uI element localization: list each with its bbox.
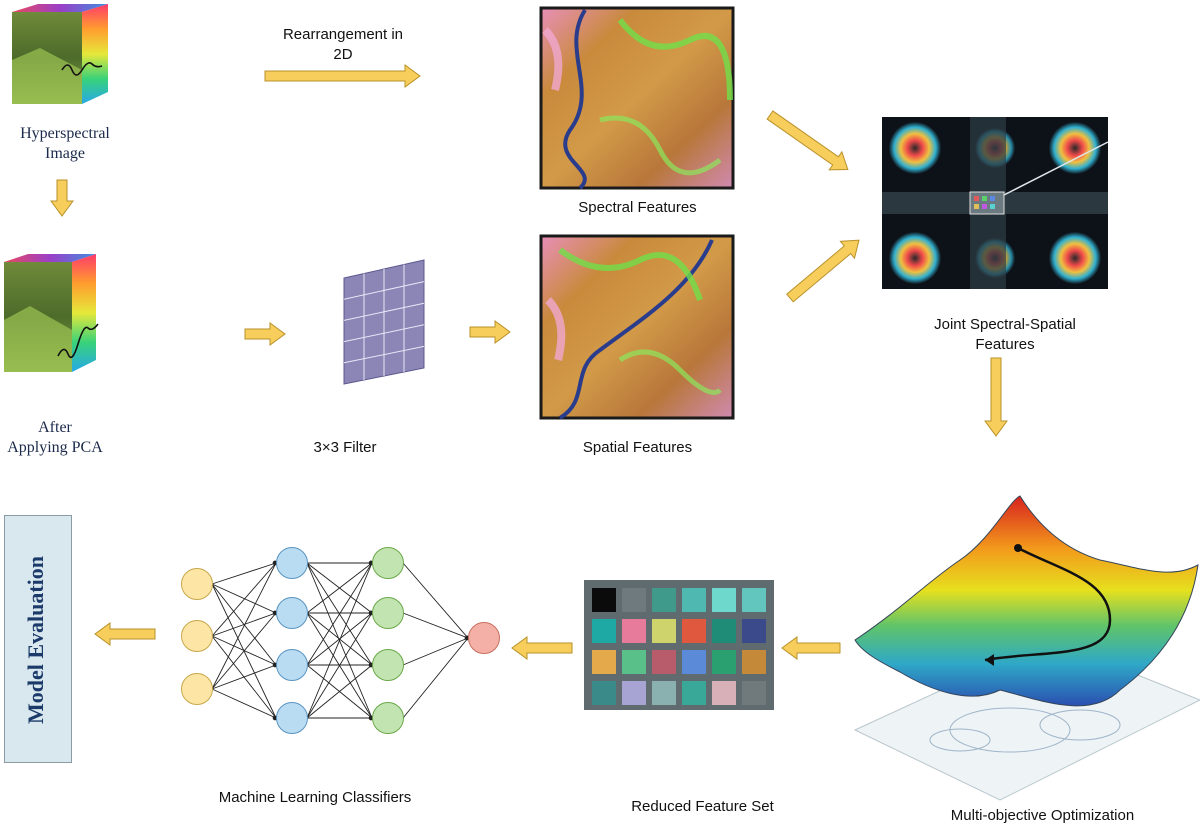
- arrow-joint-down: [984, 357, 1008, 437]
- network-edge: [306, 562, 373, 719]
- color-swatch: [652, 650, 676, 674]
- optimization-surface: [853, 495, 1200, 801]
- network-edge: [402, 637, 469, 666]
- network-node: [468, 622, 500, 654]
- network-node: [276, 597, 308, 629]
- network-edge: [211, 612, 277, 637]
- color-swatch: [742, 588, 766, 612]
- arrow-pca-to-filter: [244, 322, 286, 346]
- label-hyperspectral-line1: Hyperspectral: [20, 125, 110, 142]
- label-joint-line2: Features: [975, 336, 1035, 353]
- label-multi-objective: Multi-objective Optimization: [950, 807, 1135, 824]
- label-after-pca: After Applying PCA: [0, 418, 110, 458]
- network-edge: [306, 562, 373, 614]
- color-swatch: [742, 681, 766, 705]
- color-swatch: [592, 681, 616, 705]
- label-filter: 3×3 Filter: [313, 439, 377, 456]
- color-swatch: [712, 681, 736, 705]
- arrow-opt-to-reduced: [781, 636, 841, 660]
- spatial-features-map: [539, 234, 735, 420]
- filter-grid-lines: [343, 264, 425, 380]
- network-node: [181, 568, 213, 600]
- label-joint-features: Joint Spectral-Spatial Features: [900, 315, 1110, 355]
- network-edge: [402, 562, 469, 639]
- arrow-spatial-to-joint: [786, 239, 860, 303]
- color-swatch: [712, 588, 736, 612]
- network-node: [276, 649, 308, 681]
- network-edge: [306, 562, 373, 666]
- filter-grid: [343, 259, 425, 385]
- label-rearrangement-line1: Rearrangement in: [282, 26, 404, 43]
- network-edge: [211, 664, 277, 690]
- label-after-pca-line1: After: [38, 419, 72, 436]
- arrow-hsi-down: [50, 179, 74, 217]
- color-swatch: [622, 619, 646, 643]
- color-swatch: [682, 619, 706, 643]
- network-edge: [402, 612, 469, 639]
- arrow-reduced-to-ml: [511, 636, 573, 660]
- color-swatch: [592, 650, 616, 674]
- reduced-feature-set-image: [584, 580, 774, 710]
- label-ml-classifiers: Machine Learning Classifiers: [218, 789, 412, 806]
- color-swatch: [742, 650, 766, 674]
- color-swatch: [592, 619, 616, 643]
- color-swatch: [712, 619, 736, 643]
- color-swatch: [682, 588, 706, 612]
- network-edge: [211, 562, 277, 637]
- color-swatch: [742, 619, 766, 643]
- color-swatch: [592, 588, 616, 612]
- label-spectral-features: Spectral Features: [578, 199, 697, 216]
- color-swatches: [592, 588, 766, 705]
- network-edge: [306, 664, 373, 719]
- color-swatch: [652, 681, 676, 705]
- network-node: [372, 547, 404, 579]
- network-node: [276, 702, 308, 734]
- flow-arrows: [50, 64, 1008, 660]
- network-node: [372, 702, 404, 734]
- model-evaluation-label: Model Evaluation: [23, 555, 48, 725]
- color-swatch: [622, 681, 646, 705]
- label-joint-line1: Joint Spectral-Spatial: [934, 316, 1076, 333]
- network-edge: [211, 688, 277, 719]
- spectral-features-map: [539, 6, 735, 190]
- color-swatch: [682, 650, 706, 674]
- label-hyperspectral-image: Hyperspectral Image: [0, 124, 130, 164]
- network-nodes: [181, 547, 500, 734]
- neural-network: [181, 547, 500, 734]
- label-rearrangement-line2: 2D: [333, 46, 353, 63]
- color-swatch: [652, 619, 676, 643]
- network-edge: [306, 612, 373, 666]
- network-node: [276, 547, 308, 579]
- color-swatch: [622, 650, 646, 674]
- label-spatial-features: Spatial Features: [582, 439, 693, 456]
- hyperspectral-cube: [12, 4, 108, 104]
- arrow-rearrangement: [264, 64, 421, 88]
- arrow-ml-to-eval: [94, 622, 156, 646]
- network-edge: [211, 562, 277, 690]
- arrow-filter-to-spatial: [469, 320, 511, 344]
- label-hyperspectral-line2: Image: [45, 145, 85, 162]
- network-edge: [211, 562, 277, 585]
- color-swatch: [622, 588, 646, 612]
- label-after-pca-line2: Applying PCA: [7, 439, 103, 456]
- color-swatch: [682, 681, 706, 705]
- network-edge: [211, 612, 277, 690]
- color-swatch: [652, 588, 676, 612]
- label-reduced-feature-set: Reduced Feature Set: [631, 798, 774, 815]
- network-node: [372, 649, 404, 681]
- network-node: [181, 620, 213, 652]
- pca-cube: [4, 254, 99, 372]
- network-edge: [306, 612, 373, 719]
- network-edge: [402, 637, 469, 719]
- model-evaluation-box: [4, 515, 72, 763]
- network-node: [181, 673, 213, 705]
- arrow-spectral-to-joint: [766, 110, 849, 171]
- network-node: [372, 597, 404, 629]
- network-connections: [211, 560, 470, 721]
- network-edge: [211, 583, 277, 614]
- color-swatch: [712, 650, 736, 674]
- label-rearrangement: Rearrangement in 2D: [258, 25, 428, 65]
- joint-features-image: [882, 117, 1109, 289]
